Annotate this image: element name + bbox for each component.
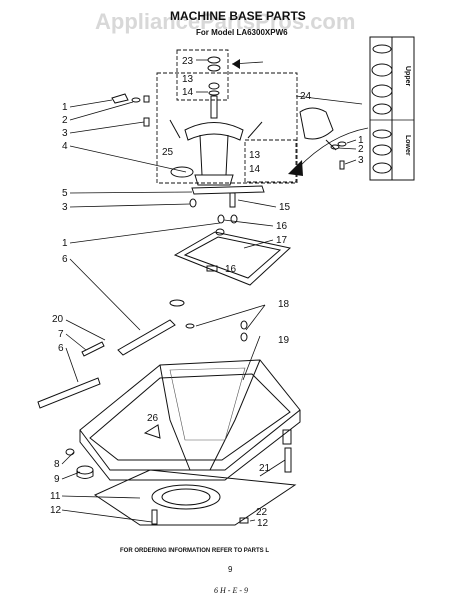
callout-1-b: 1 xyxy=(62,238,68,249)
callout-4: 4 xyxy=(62,141,68,152)
callout-25: 25 xyxy=(162,147,174,158)
callout-6-b: 6 xyxy=(58,343,64,354)
callout-23: 23 xyxy=(182,56,194,67)
callout-7: 7 xyxy=(58,329,64,340)
left-hardware xyxy=(111,93,150,127)
callout-1-a: 1 xyxy=(62,102,68,113)
mid-frame xyxy=(189,185,265,224)
arrow-lower-kit-head xyxy=(288,160,303,176)
callout-12-b: 12 xyxy=(257,518,269,529)
callout-14-a: 14 xyxy=(182,87,194,98)
arrow-23-head xyxy=(232,59,240,69)
drive-assembly-box xyxy=(156,72,298,184)
drive-housing xyxy=(169,119,263,186)
callout-19: 19 xyxy=(278,335,290,346)
callout-labels: 1 2 3 4 5 3 1 6 20 7 6 8 9 11 12 23 13 1… xyxy=(50,56,364,529)
callout-12-a: 12 xyxy=(50,505,62,516)
callout-21: 21 xyxy=(259,463,271,474)
callout-14-b: 14 xyxy=(249,164,261,175)
machine-base-frame xyxy=(79,359,301,481)
callout-5: 5 xyxy=(62,188,68,199)
callout-3-c: 3 xyxy=(358,155,364,166)
callout-6-a: 6 xyxy=(62,254,68,265)
callout-15: 15 xyxy=(279,202,291,213)
handwritten-code: 6 H - E - 9 xyxy=(214,586,248,595)
callout-8: 8 xyxy=(54,459,60,470)
callout-1-c: 1 xyxy=(358,135,364,146)
leader-lines xyxy=(61,59,363,523)
callout-11: 11 xyxy=(50,491,61,502)
left-braces xyxy=(37,299,248,409)
pump-hose xyxy=(299,107,347,170)
seal-lower-label: Lower xyxy=(404,135,411,156)
callout-24: 24 xyxy=(300,91,312,102)
callout-3-a: 3 xyxy=(62,128,68,139)
callout-13-a: 13 xyxy=(182,74,194,85)
callout-22: 22 xyxy=(256,507,268,518)
callout-13-b: 13 xyxy=(249,150,261,161)
bearing-box-side xyxy=(244,139,297,183)
callout-2-a: 2 xyxy=(62,115,68,126)
callout-3-b: 3 xyxy=(62,202,68,213)
bearing-stack xyxy=(207,56,221,119)
callout-16-a: 16 xyxy=(276,221,288,232)
ordering-note: FOR ORDERING INFORMATION REFER TO PARTS … xyxy=(120,548,269,554)
seal-upper-label: Upper xyxy=(404,66,411,87)
arrow-lower-kit xyxy=(297,127,369,169)
callout-16-b: 16 xyxy=(225,264,237,275)
bearing-box-upper xyxy=(176,49,229,101)
seal-kit-panel: Upper Lower xyxy=(369,36,415,181)
base-plate xyxy=(65,448,297,526)
watermark-text: AppliancePartsPros.com xyxy=(95,9,355,34)
diagram-subtitle: For Model LA6300XPW6 xyxy=(196,28,288,37)
callout-9: 9 xyxy=(54,474,60,485)
diagram-title: MACHINE BASE PARTS xyxy=(170,9,306,23)
callout-17: 17 xyxy=(276,235,288,246)
drive-plate xyxy=(173,228,292,286)
callout-20: 20 xyxy=(52,314,64,325)
callout-18: 18 xyxy=(278,299,290,310)
callout-2-b: 2 xyxy=(358,144,364,155)
callout-26: 26 xyxy=(147,413,159,424)
page-number: 9 xyxy=(228,565,233,574)
